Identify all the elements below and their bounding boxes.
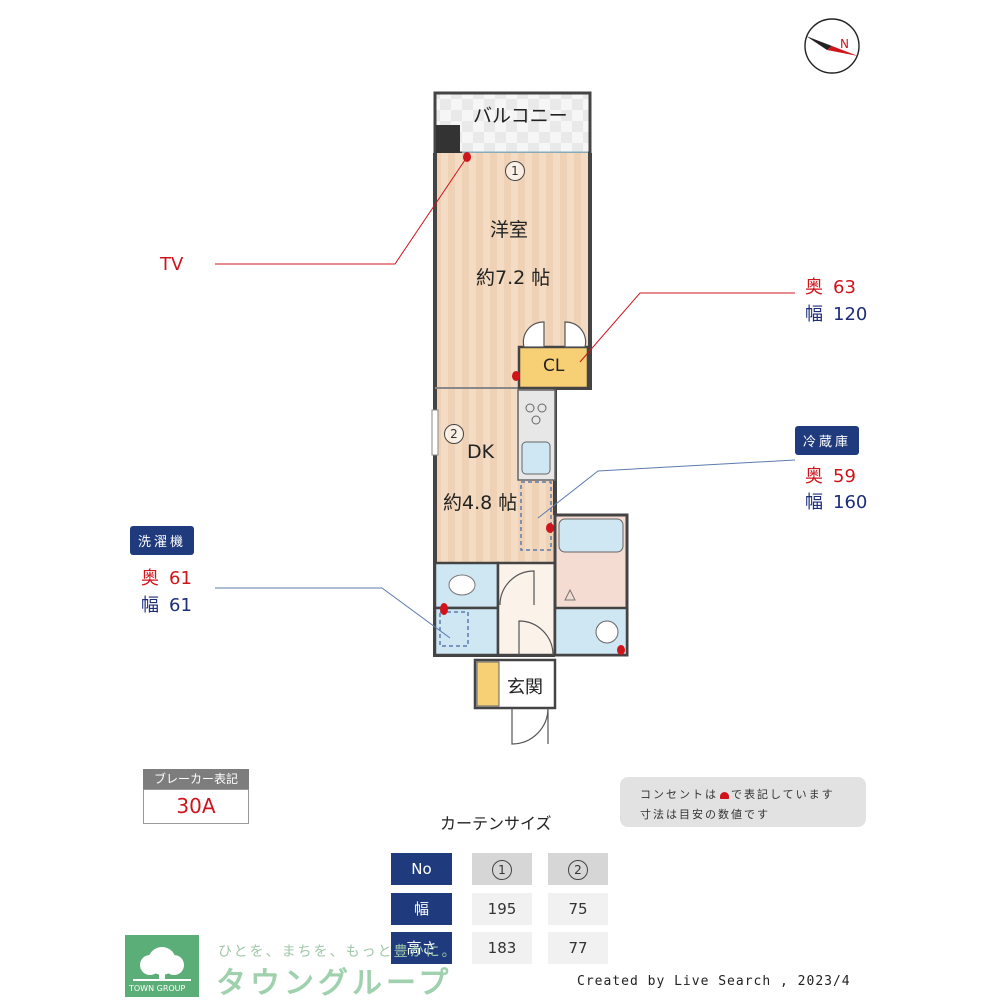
note-box [620, 777, 866, 827]
dk-size: 約4.8 帖 [443, 492, 518, 514]
compass-icon [804, 18, 860, 74]
closet-depth-label: 奥 [805, 277, 823, 298]
dk-floor [435, 388, 518, 563]
closet-depth-value: 63 [833, 277, 856, 298]
washer-space [439, 611, 469, 647]
washer-width-label: 幅 [141, 595, 159, 616]
curtain-row-height-label: 高さ [391, 932, 452, 964]
curtain-row-height-col2: 77 [548, 932, 608, 964]
logo-text: TOWN GROUP [129, 984, 186, 993]
closet-width: 幅 120 [805, 300, 867, 326]
curtain-header-col2: 2 [548, 853, 608, 885]
curtain-row-width-col1: 195 [472, 893, 532, 925]
fridge-tag: 冷蔵庫 [795, 426, 860, 455]
note-line-2: 寸法は目安の数値です [640, 808, 770, 821]
fridge-depth: 奥 59 [805, 462, 856, 488]
dk-label: DK [467, 441, 495, 463]
curtain-row-width-label: 幅 [391, 893, 452, 925]
fridge-width-value: 160 [833, 492, 868, 513]
fridge-space [520, 481, 552, 551]
town-group-logo [125, 935, 199, 997]
washer-room [433, 606, 500, 657]
curtain-title: カーテンサイズ [440, 814, 552, 833]
western-room-label: 洋室 [490, 219, 529, 241]
bathtub [558, 518, 624, 553]
closet-depth: 奥 63 [805, 273, 856, 299]
compass: N [803, 17, 861, 75]
dk-floor-right [518, 470, 555, 563]
closet-box [517, 345, 590, 390]
curtain-row-width-col2: 75 [548, 893, 608, 925]
breaker-label: ブレーカー表記 [143, 769, 249, 789]
brand-name: タウングループ [216, 966, 453, 1001]
tv-callout: TV [160, 254, 184, 275]
window-2-number: 2 [444, 424, 464, 444]
washer-width: 幅 61 [141, 591, 192, 617]
outlet-marker-icon [720, 791, 729, 799]
washer-width-value: 61 [169, 595, 192, 616]
washer-depth-value: 61 [169, 568, 192, 589]
western-room-size: 約7.2 帖 [476, 267, 551, 289]
tree-icon [133, 947, 191, 981]
fridge-width: 幅 160 [805, 488, 867, 514]
fridge-depth-value: 59 [833, 466, 856, 487]
entrance-label: 玄関 [507, 677, 543, 698]
note-line-1b: で表記しています [731, 788, 835, 801]
balcony-area [433, 91, 592, 155]
tagline: ひとを、まちを、もっと豊かに。 [218, 944, 458, 960]
curtain-header-label: No [391, 853, 452, 885]
credit-line: Created by Live Search , 2023/4 [577, 974, 851, 989]
window-1-number: 1 [505, 161, 525, 181]
washer-depth-label: 奥 [141, 568, 159, 589]
note-line-1: コンセントはで表記しています [640, 786, 835, 802]
curtain-header-col1: 1 [472, 853, 532, 885]
breaker-value: 30A [143, 789, 249, 824]
compass-north-label: N [840, 37, 849, 51]
closet-label: CL [543, 356, 565, 376]
aircon-unit [436, 125, 460, 153]
shoe-box [476, 661, 500, 707]
closet-width-value: 120 [833, 304, 868, 325]
washer-depth: 奥 61 [141, 564, 192, 590]
closet-width-label: 幅 [805, 304, 823, 325]
curtain-row-height-col1: 183 [472, 932, 532, 964]
washer-tag: 洗濯機 [130, 526, 195, 555]
balcony-label: バルコニー [473, 105, 568, 127]
fridge-depth-label: 奥 [805, 466, 823, 487]
note-line-1a: コンセントは [640, 788, 718, 801]
fridge-width-label: 幅 [805, 492, 823, 513]
